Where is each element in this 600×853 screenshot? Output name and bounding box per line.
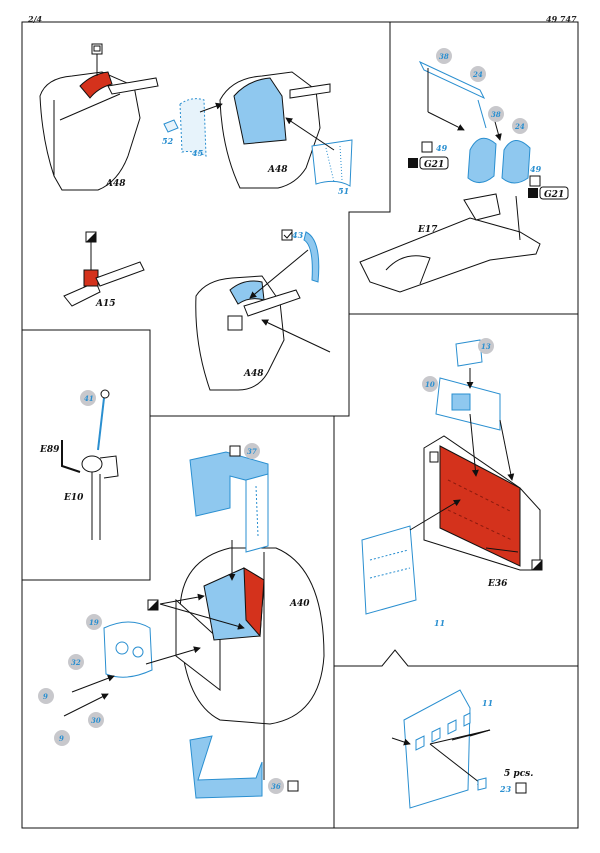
check-box-icon (229, 445, 241, 457)
etch-11a: 11 (434, 618, 445, 628)
etch-38b: 38 (491, 110, 501, 119)
etch-23: 23 (499, 784, 512, 794)
paint-box-fill (148, 600, 158, 610)
bubble-30 (88, 712, 104, 728)
etch-52: 52 (162, 136, 174, 146)
part-a40 (63, 451, 325, 799)
label-a48-mid: A48 (267, 165, 288, 175)
seat-belt-tag-icon (528, 188, 538, 198)
part-a15 (63, 231, 145, 307)
etch-19: 19 (89, 618, 99, 627)
bubble-19 (86, 614, 102, 630)
label-e36: E36 (487, 579, 508, 589)
seat-a48-lower (195, 229, 331, 391)
paint-box-fill (532, 560, 542, 570)
etch-43: 43 (292, 230, 304, 240)
tag-g21b (539, 186, 569, 200)
etch-11b: 11 (482, 698, 493, 708)
etch-37: 37 (247, 447, 257, 456)
bubble-10 (422, 376, 438, 392)
label-e89: E89 (39, 445, 60, 455)
part-e89-e10 (61, 389, 119, 540)
part-e36 (361, 339, 541, 615)
etch-24b: 24 (514, 122, 525, 131)
label-a48-low: A48 (243, 369, 264, 379)
check-box-icon (421, 141, 433, 153)
label-a48-top: A48 (105, 179, 126, 189)
panel-borders (21, 21, 579, 829)
part-e17 (359, 60, 541, 293)
etch-13: 13 (481, 342, 491, 351)
part-11-brackets (391, 689, 491, 809)
bubble-38a (436, 48, 452, 64)
etch-45: 45 (192, 148, 204, 158)
bubble-41 (80, 390, 96, 406)
five-pcs-label: 5 pcs. (504, 769, 533, 779)
seat-a48-etched (163, 71, 353, 189)
seat-a48-painted (39, 43, 159, 191)
tag-g21a-text: G21 (424, 160, 444, 170)
seat-belt-tag-icon (408, 158, 418, 168)
check-box-icon (287, 780, 299, 792)
bubble-38b (488, 106, 504, 122)
label-e10: E10 (63, 493, 84, 503)
label-e17: E17 (417, 225, 438, 235)
label-a15: A15 (95, 299, 116, 309)
bubble-9a (38, 688, 54, 704)
etch-49b: 49 (530, 164, 542, 174)
etch-36: 36 (271, 782, 281, 791)
tag-g21a (419, 156, 449, 170)
bubble-9b (54, 730, 70, 746)
bubble-36 (268, 778, 284, 794)
etch-9a: 9 (43, 692, 48, 701)
etch-24a: 24 (472, 70, 483, 79)
label-a40: A40 (289, 599, 310, 609)
tag-g21b-text: G21 (544, 190, 564, 200)
kit-number: 49 747 (546, 14, 577, 24)
page-number: 2/4 (28, 14, 43, 24)
check-box-icon (515, 782, 527, 794)
etch-51: 51 (338, 186, 349, 196)
etch-49a: 49 (436, 143, 448, 153)
etch-30: 30 (91, 716, 101, 725)
etch-9b: 9 (59, 734, 64, 743)
etch-38a: 38 (439, 52, 449, 61)
bubble-13 (478, 338, 494, 354)
check-box-icon (529, 175, 541, 187)
bubble-32 (68, 654, 84, 670)
etch-32: 32 (71, 658, 81, 667)
bubble-24a (470, 66, 486, 82)
etch-10: 10 (425, 380, 435, 389)
bubble-24b (512, 118, 528, 134)
etch-41: 41 (84, 394, 94, 403)
bubble-37 (244, 443, 260, 459)
